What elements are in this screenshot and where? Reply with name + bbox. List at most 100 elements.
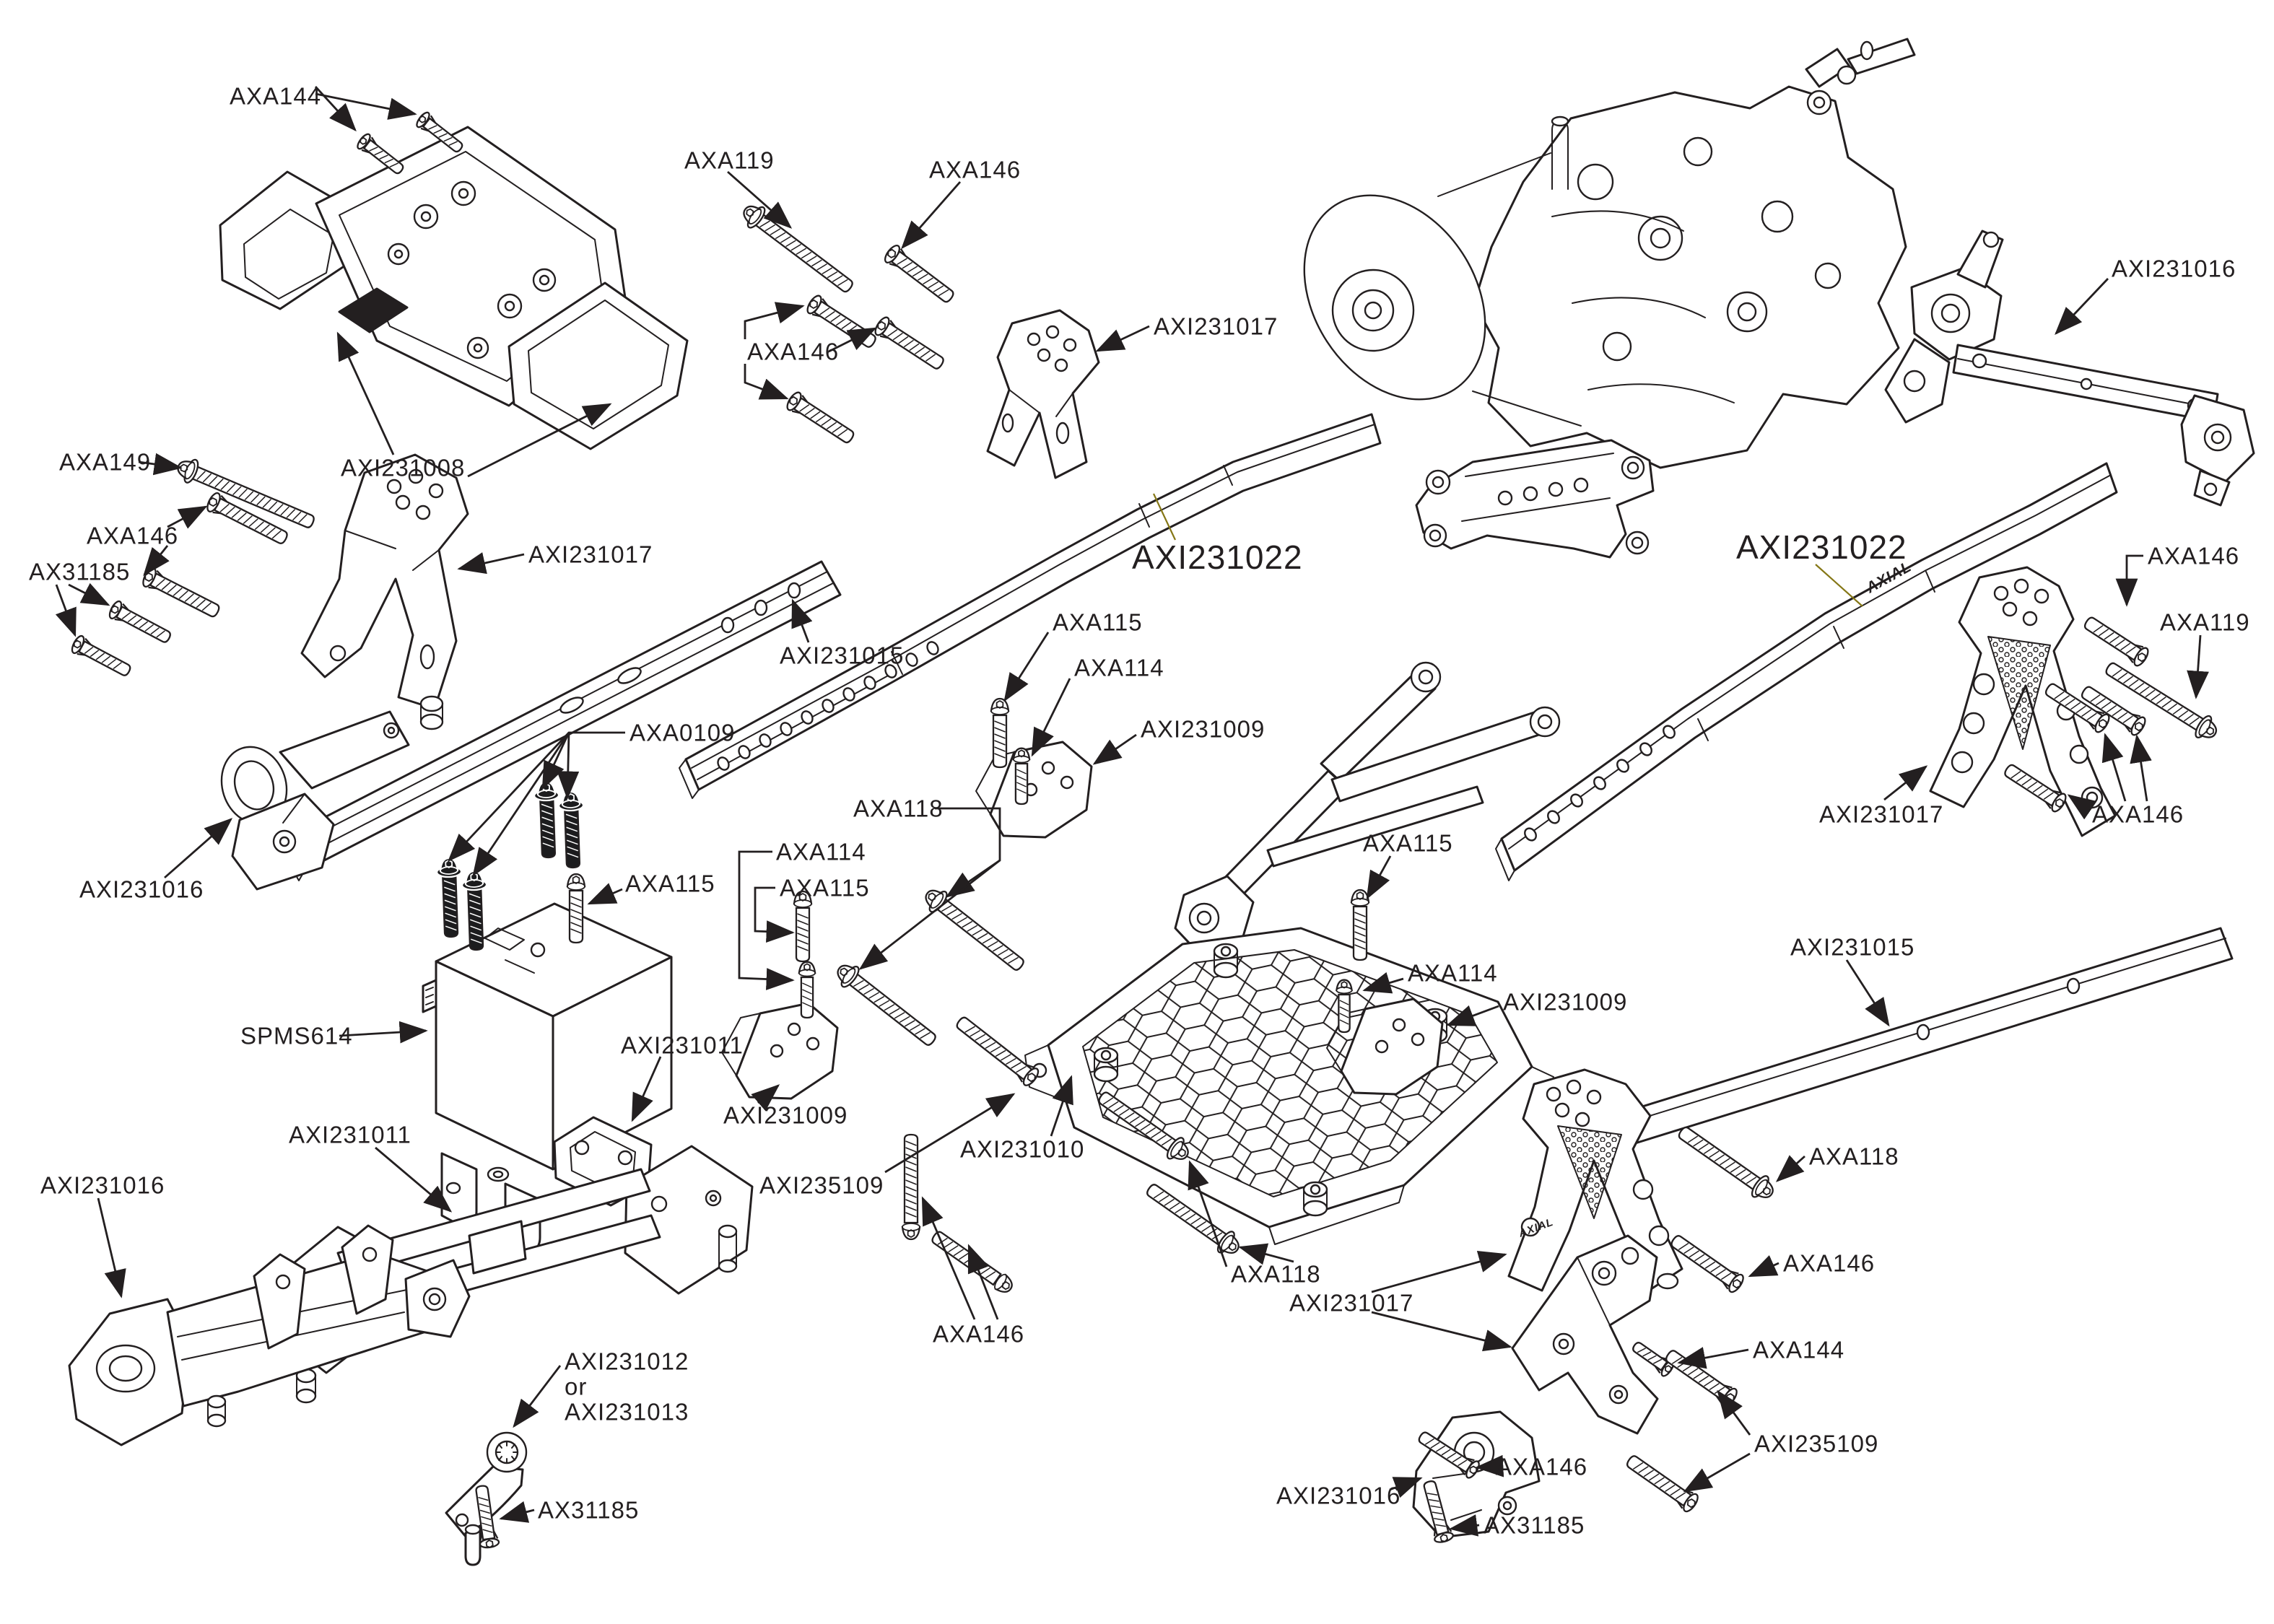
label-axa146-33: AXA146	[933, 1321, 1024, 1348]
label-axi231015-37: AXI231015	[1790, 934, 1914, 961]
label-axa115-14: AXA115	[625, 870, 715, 897]
screw-btn-21	[1350, 889, 1370, 961]
leader-axa0109-13	[472, 732, 570, 877]
leader-axa146-8	[167, 505, 208, 529]
screw-btn-18	[798, 961, 816, 1019]
label-axi235109-31: AXI235109	[759, 1172, 884, 1199]
screw-flat-34	[1670, 1235, 1744, 1293]
leader-axa115-24	[1003, 632, 1050, 702]
leader-axi231008-7	[336, 331, 395, 455]
screw-flat-32	[2004, 764, 2067, 813]
leader-axa0109-13	[541, 732, 570, 790]
label-axa118-34: AXA118	[1231, 1261, 1321, 1288]
leader-axa146-39	[2101, 733, 2127, 802]
leader-ax31185-49	[1449, 1514, 1480, 1537]
body-mount-axi231008	[219, 126, 689, 450]
motor-transmission-assembly	[1303, 38, 1916, 469]
leader-axa146-3	[744, 302, 805, 339]
leader-axi231017-42	[1371, 1311, 1512, 1352]
label-axi231009-30: AXI231009	[723, 1102, 848, 1129]
label-axi231017-38: AXI231017	[1819, 801, 1943, 828]
label-axa0109-13: AXA0109	[630, 720, 735, 746]
label-axa119-1: AXA119	[684, 147, 775, 174]
leader-axi235109-46	[1717, 1389, 1751, 1436]
label-axi235109-46: AXI235109	[1754, 1431, 1878, 1457]
link-mount-crossmember	[1415, 439, 1655, 559]
leader-axa144-0	[314, 86, 357, 132]
leader-axa114-22	[738, 850, 795, 990]
label-axi231017-42: AXI231017	[1289, 1290, 1413, 1317]
leader-axa144-45	[1677, 1347, 1749, 1369]
axle-link-truss	[1174, 661, 1561, 954]
leader-axi231017-38	[1883, 765, 1928, 801]
leader-axi231009-27	[1446, 1005, 1499, 1026]
screw-flat-5	[108, 600, 171, 643]
steering-assembly-axi231016-top	[1884, 230, 2255, 507]
screw-btnw-33	[1678, 1126, 1774, 1199]
shock-tower-axi231017-left	[300, 453, 469, 730]
leader-lines-layer	[55, 86, 2209, 1537]
leader-axi231016-20	[97, 1197, 126, 1298]
label-axa118-21: AXA118	[853, 795, 944, 822]
leader-axa115-14	[587, 883, 623, 905]
shock-tower-axi231017-top	[986, 309, 1100, 479]
label-axi231016-20: AXI231016	[40, 1172, 165, 1199]
leader-axa149-6	[138, 453, 183, 476]
leader-axa115-23	[754, 886, 795, 943]
link-arm-axi231017-rear	[1511, 1234, 1659, 1435]
leader-axi235109-31	[884, 1093, 1016, 1174]
shock-tower-axi231017-rear	[1507, 1068, 1683, 1292]
leader-axi231012-18	[513, 1365, 562, 1428]
label-axi231017-11: AXI231017	[528, 541, 653, 568]
screw-btn-17	[793, 890, 813, 963]
leader-axi231016-10	[164, 818, 233, 879]
label-axa114-22: AXA114	[776, 839, 866, 865]
link-mount-axi231009-right	[1326, 997, 1444, 1096]
leader-axa146-33	[921, 1196, 976, 1320]
label-axa146-3: AXA146	[747, 339, 839, 365]
label-axa144-0: AXA144	[230, 83, 321, 110]
leader-axa146-33	[967, 1244, 999, 1320]
screw-btn-24	[901, 1133, 921, 1241]
leader-axa115-28	[1366, 855, 1392, 900]
leader-axi231009-26	[1092, 733, 1137, 765]
label-axi231016-10: AXI231016	[79, 876, 204, 903]
label-axa115-23: AXA115	[780, 875, 870, 902]
label-axi231016-47: AXI231016	[1276, 1483, 1400, 1509]
leader-axa118-34	[1238, 1243, 1294, 1265]
label-ax31185-19: AX31185	[538, 1497, 639, 1524]
screw-btn-42	[1012, 747, 1031, 806]
leader-axa118-34	[1188, 1160, 1228, 1267]
label-axi231022-36: AXI231022	[1736, 528, 1907, 566]
screw-btnw-31	[2105, 662, 2218, 738]
screw-flat-6	[71, 634, 131, 676]
label-axa146-44: AXA146	[1783, 1250, 1875, 1277]
screw-flat-37	[1626, 1455, 1699, 1513]
leader-axa146-40	[2115, 554, 2143, 607]
leader-axi231011-16	[631, 1056, 662, 1122]
label-axa144-45: AXA144	[1753, 1337, 1844, 1363]
screw-btnw-26	[1098, 1091, 1189, 1161]
leader-axi231022-35	[1153, 493, 1176, 541]
label-axi231015-12: AXI231015	[780, 642, 904, 669]
leader-axa118-43	[1775, 1155, 1805, 1182]
label-axi231017-4: AXI231017	[1154, 313, 1278, 340]
leader-axi231010-32	[1050, 1075, 1073, 1137]
screw-flat-40	[475, 1485, 500, 1549]
screw-flat-3	[206, 492, 288, 544]
leader-axi231015-37	[1845, 959, 1890, 1027]
label-axi231009-26: AXI231009	[1141, 716, 1265, 743]
screw-flat-28	[2083, 616, 2149, 667]
leader-axi231017-4	[1095, 325, 1150, 352]
leader-axa146-39	[2067, 794, 2097, 820]
label-axi231011-17: AXI231011	[289, 1122, 411, 1148]
leader-axa114-25	[1031, 678, 1071, 757]
leader-axi231022-36	[1815, 564, 1863, 607]
leader-axi231011-17	[375, 1146, 453, 1213]
leader-ax31185-9	[55, 584, 77, 637]
label-axa146-2: AXA146	[929, 157, 1021, 183]
screw-flat-1	[416, 111, 463, 153]
screw-btnw-20	[837, 964, 936, 1046]
